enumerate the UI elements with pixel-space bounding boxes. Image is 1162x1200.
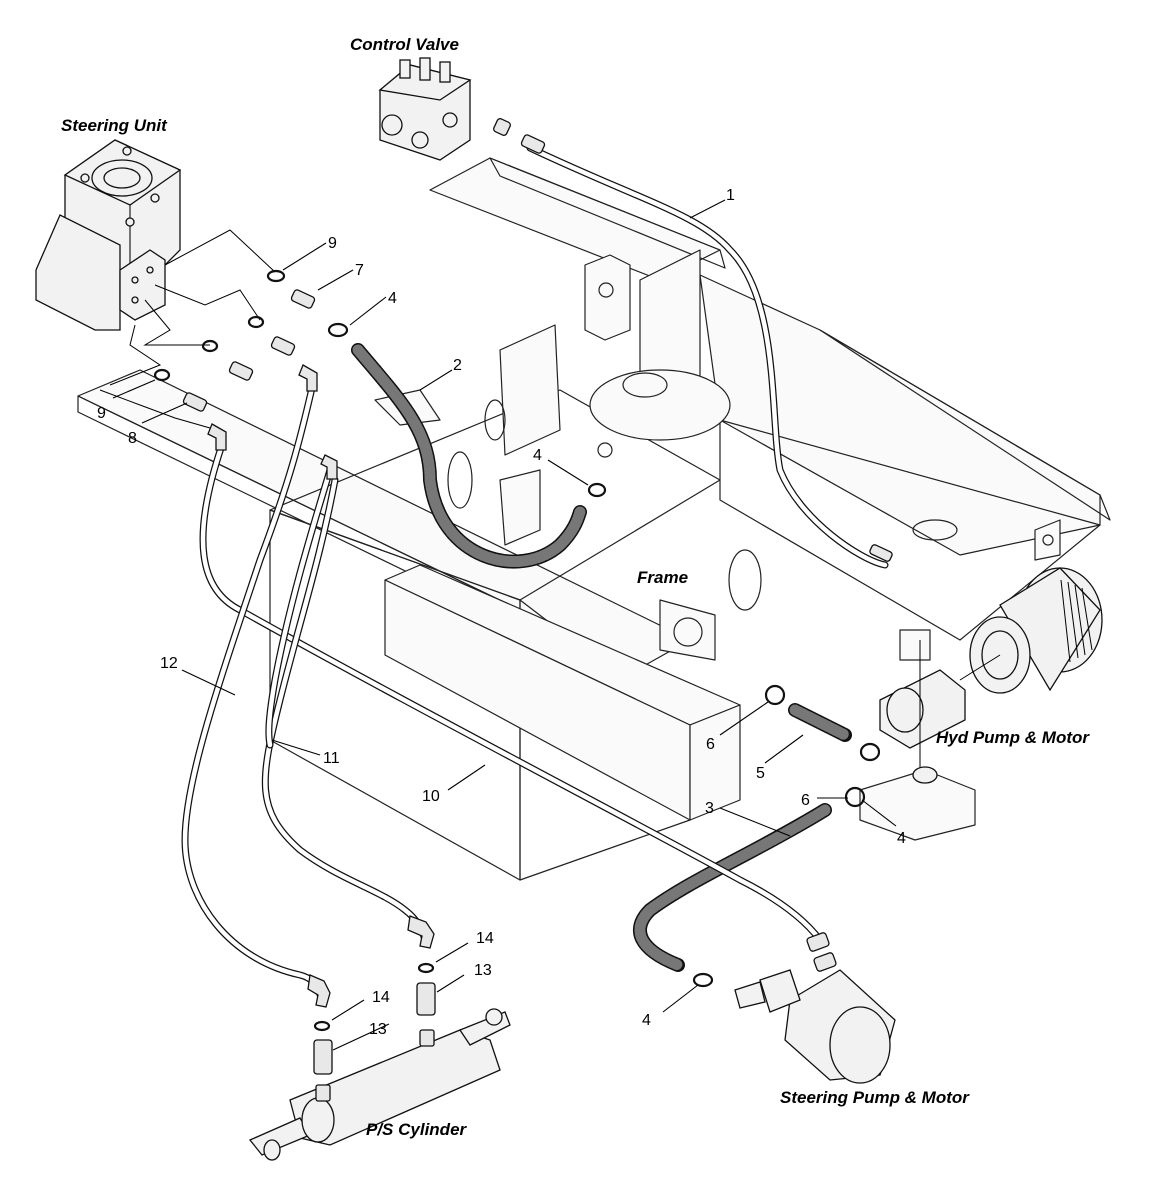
callout-3: 3 (705, 800, 714, 817)
callout-6-lower: 6 (801, 792, 810, 809)
steering-pump-motor-title: Steering Pump & Motor (780, 1088, 970, 1107)
steering-pump-motor (734, 969, 896, 1084)
callout-11: 11 (323, 750, 340, 767)
callout-4-hose2: 4 (533, 447, 542, 464)
callout-13-lower: 13 (369, 1021, 387, 1038)
callout-1: 1 (726, 187, 735, 204)
fittings (153, 269, 893, 1075)
hoses (181, 144, 889, 999)
callout-4-lower: 4 (642, 1012, 651, 1029)
callout-10: 10 (422, 788, 440, 805)
callout-14-upper: 14 (476, 930, 494, 947)
callout-2: 2 (453, 357, 462, 374)
steering-unit-title: Steering Unit (61, 116, 168, 135)
ps-cylinder-title: P/S Cylinder (366, 1120, 468, 1139)
steering-unit (35, 139, 182, 331)
hyd-pump-motor-title: Hyd Pump & Motor (936, 728, 1090, 747)
leader-lines (112, 199, 897, 1051)
callout-4-pump: 4 (897, 830, 906, 847)
port-outline-lines (99, 229, 276, 429)
callout-12: 12 (160, 655, 178, 672)
callout-7: 7 (355, 262, 364, 279)
callout-8: 8 (128, 430, 137, 447)
callout-9-left: 9 (97, 405, 106, 422)
callout-14-lower: 14 (372, 989, 390, 1006)
hyd-pump-motor (879, 567, 1103, 784)
control-valve-title: Control Valve (350, 35, 459, 54)
frame-assembly (77, 157, 1111, 881)
callout-6-upper: 6 (706, 736, 715, 753)
control-valve (378, 57, 546, 161)
hose-3 (633, 803, 832, 972)
callout-13-upper: 13 (474, 962, 492, 979)
callout-4-fitting: 4 (388, 290, 397, 307)
frame-title: Frame (637, 568, 688, 587)
callout-9-top: 9 (328, 235, 337, 252)
motor-fins (1060, 579, 1093, 663)
ps-cylinder (248, 1008, 511, 1161)
callout-5: 5 (756, 765, 765, 782)
